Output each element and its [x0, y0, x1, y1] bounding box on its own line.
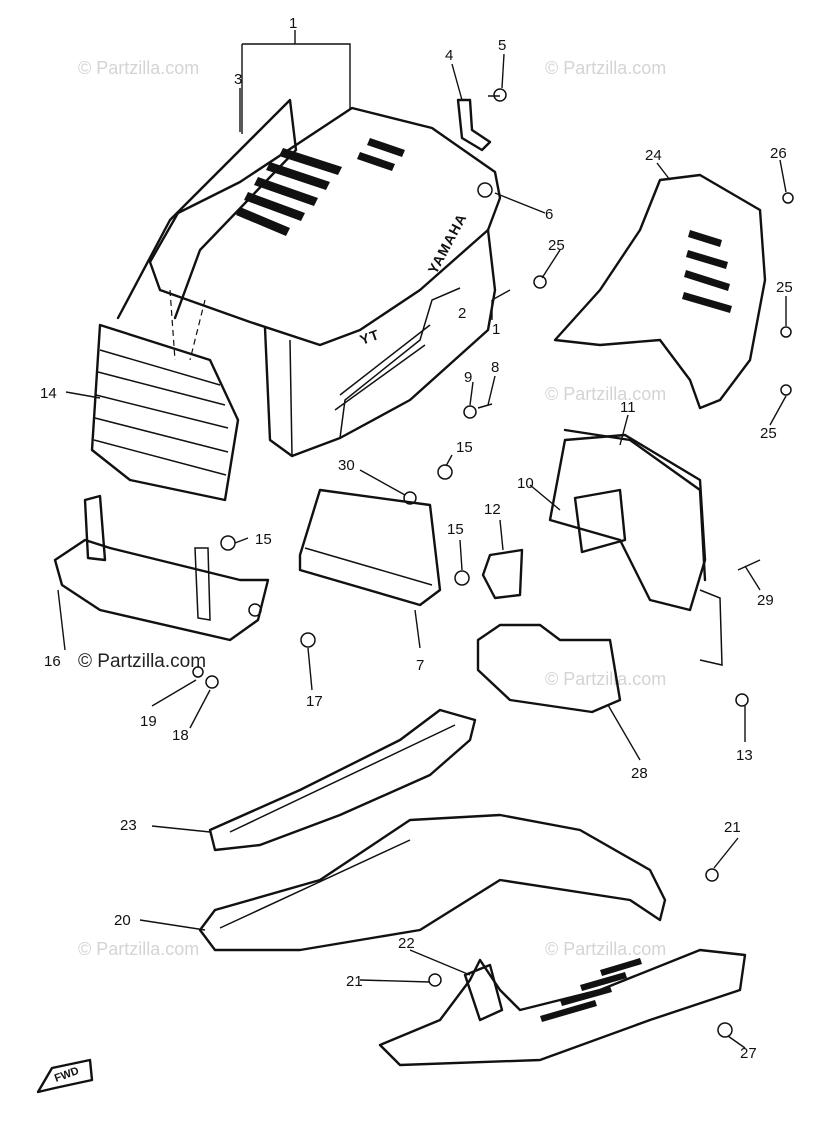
callout-15-top: 15 — [456, 439, 473, 456]
bracket-and-fasteners-top — [456, 88, 507, 198]
callout-15-mid: 15 — [447, 521, 464, 538]
watermark: © Partzilla.com — [78, 939, 199, 959]
callout-30: 30 — [338, 457, 355, 474]
callout-24: 24 — [645, 147, 662, 164]
floor-panel-22 — [378, 868, 747, 1067]
callout-21-right: 21 — [724, 819, 741, 836]
callout-2: 2 — [458, 305, 466, 322]
callout-29: 29 — [757, 592, 774, 609]
callout-28: 28 — [631, 765, 648, 782]
callout-15-left: 15 — [255, 531, 272, 548]
leader-lines — [57, 30, 787, 1049]
watermark: © Partzilla.com — [545, 384, 666, 404]
callout-13: 13 — [736, 747, 753, 764]
footrest-plate-23 — [208, 708, 477, 852]
watermark: © Partzilla.com — [545, 58, 666, 78]
callout-7: 7 — [416, 657, 424, 674]
side-cover-24 — [533, 173, 794, 410]
callout-10: 10 — [517, 475, 534, 492]
watermarks: © Partzilla.com © Partzilla.com © Partzi… — [78, 58, 666, 959]
callout-8: 8 — [491, 359, 499, 376]
callout-21-left: 21 — [346, 973, 363, 990]
callout-19: 19 — [140, 713, 157, 730]
callout-5: 5 — [498, 37, 506, 54]
callout-17: 17 — [306, 693, 323, 710]
front-grille — [90, 323, 240, 502]
watermark: © Partzilla.com — [545, 939, 666, 959]
callout-numbers: 1 3 4 5 6 24 26 25 25 25 2 1 9 8 14 15 3… — [40, 15, 793, 1062]
callout-27: 27 — [740, 1045, 757, 1062]
callout-12: 12 — [484, 501, 501, 518]
dash-panels — [476, 428, 723, 714]
watermark: © Partzilla.com — [78, 58, 199, 78]
model-lettering: YT — [358, 326, 382, 348]
lower-front-panel — [53, 494, 270, 642]
watermark-prominent: © Partzilla.com — [78, 651, 206, 672]
misc-fasteners — [192, 403, 761, 707]
callout-9: 9 — [464, 369, 472, 386]
callout-22: 22 — [398, 935, 415, 952]
callout-16: 16 — [44, 653, 61, 670]
callout-26: 26 — [770, 145, 787, 162]
callout-1-top: 1 — [289, 15, 297, 32]
callout-23: 23 — [120, 817, 137, 834]
callout-1-side: 1 — [492, 321, 500, 338]
callout-25-left: 25 — [548, 237, 565, 254]
callout-6: 6 — [545, 206, 553, 223]
callout-25-bottom: 25 — [760, 425, 777, 442]
callout-11: 11 — [620, 399, 636, 416]
plate-7 — [298, 464, 470, 607]
floor-frame-20 — [198, 813, 667, 952]
callout-18: 18 — [172, 727, 189, 744]
callout-14: 14 — [40, 385, 57, 402]
callout-4: 4 — [445, 47, 453, 64]
watermark: © Partzilla.com — [545, 669, 666, 689]
callout-20: 20 — [114, 912, 131, 929]
hood-assembly: YAMAHA YT — [116, 98, 502, 458]
callout-3: 3 — [234, 71, 242, 88]
fwd-direction-arrow: FWD — [36, 1058, 94, 1094]
callout-25-right: 25 — [776, 279, 793, 296]
